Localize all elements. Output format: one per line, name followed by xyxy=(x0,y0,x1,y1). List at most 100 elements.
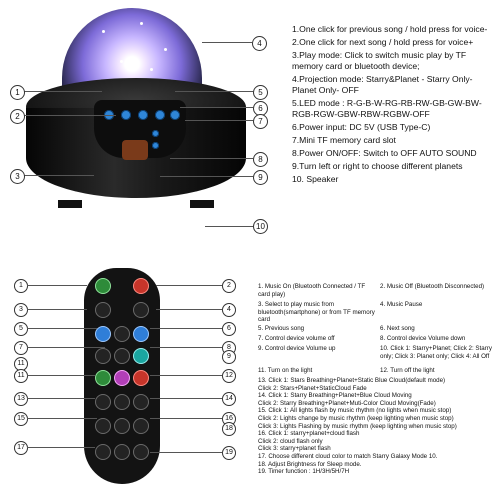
key-item: 13. Click 1: Stars Breathing+Planet+Stat… xyxy=(258,377,446,384)
callout-line xyxy=(27,418,97,419)
key-item: 14. Click 1: Starry Breathing+Planet+Blu… xyxy=(258,392,412,400)
callout-line xyxy=(24,115,116,116)
callout-2: 2 xyxy=(10,109,25,124)
key-item: 6. Next song xyxy=(380,325,415,332)
light-on-button[interactable] xyxy=(95,370,111,386)
remote-callout-2: 2 xyxy=(222,279,236,293)
key-item: 15. Click 1: All lights flash by music r… xyxy=(258,407,452,415)
key-item: 9. Control device Volume up xyxy=(258,345,336,352)
callout-line xyxy=(185,120,253,121)
key-item: Click 2: Stars+Planet+StaticCloud Fade xyxy=(258,384,367,392)
brightness-button[interactable] xyxy=(133,418,149,434)
next-button[interactable] xyxy=(121,110,131,120)
sparkle xyxy=(120,60,123,63)
key-item: Click 3: starry+planet flash xyxy=(258,445,331,453)
key-item: Click 2: Lights change by music rhythm (… xyxy=(258,414,454,422)
callout-line xyxy=(24,175,94,176)
timer-2-button[interactable] xyxy=(114,444,130,460)
music-on-button[interactable] xyxy=(95,278,111,294)
timer-3-button[interactable] xyxy=(133,444,149,460)
bluetooth-tf-button[interactable] xyxy=(95,302,111,318)
sparkle xyxy=(164,48,167,51)
projection-mode-button[interactable] xyxy=(155,110,165,120)
callout-line xyxy=(150,375,222,376)
music-pause-button[interactable] xyxy=(133,302,149,318)
callout-line xyxy=(24,91,102,92)
key-item: 8. Control device Volume down xyxy=(380,335,466,342)
callout-line xyxy=(27,309,87,310)
projector-foot xyxy=(58,200,82,208)
callout-line xyxy=(156,309,222,310)
sparkle xyxy=(150,68,153,71)
key-item: Click 2: cloud flash only xyxy=(258,437,323,445)
key-item: 11. Turn on the light xyxy=(258,367,313,374)
spec-item: 1.One click for previous song / hold pre… xyxy=(292,24,488,34)
remote-callout-6: 6 xyxy=(222,322,236,336)
key-item: 17. Choose different cloud color to matc… xyxy=(258,452,438,460)
key-item: Click 2: Starry Breathing+Planet+Muti-Co… xyxy=(258,399,436,407)
callout-3: 3 xyxy=(10,169,25,184)
key-item: 16. Click 1: starry+planet+cloud flash xyxy=(258,430,360,438)
key-item: 3. Select to play music from bluetooth(s… xyxy=(258,301,375,324)
callout-1: 1 xyxy=(10,85,25,100)
key-item: 1. Music On (Bluetooth Connected / TF ca… xyxy=(258,283,366,298)
spec-item: 2.One click for next song / hold press f… xyxy=(292,37,474,47)
callout-line xyxy=(150,328,222,329)
remote-callout-15: 15 xyxy=(14,412,28,426)
light-off-button[interactable] xyxy=(133,370,149,386)
callout-line xyxy=(150,418,222,419)
callout-line xyxy=(27,328,97,329)
volume-up-button[interactable] xyxy=(114,348,130,364)
callout-line xyxy=(27,285,87,286)
key-item: 2. Music Off (Bluetooth Disconnected) xyxy=(380,283,485,290)
mode-14-button[interactable] xyxy=(114,394,130,410)
key-item: 5. Previous song xyxy=(258,325,305,332)
next-song-button[interactable] xyxy=(133,326,149,342)
remote-control xyxy=(84,268,160,484)
spec-item: 8.Power ON/OFF: Switch to OFF AUTO SOUND xyxy=(292,148,477,158)
mode-15-button[interactable] xyxy=(133,394,149,410)
cloud-color-button[interactable] xyxy=(114,418,130,434)
mode-16-button[interactable] xyxy=(95,418,111,434)
key-item: Click 3: Lights Flashing by music rhythm… xyxy=(258,422,457,430)
spec-item: 4.Projection mode: Starry&Planet - Starr… xyxy=(292,74,473,95)
callout-4: 4 xyxy=(252,36,267,51)
timer-1-button[interactable] xyxy=(95,444,111,460)
callout-line xyxy=(27,375,95,376)
projection-button[interactable] xyxy=(133,348,149,364)
remote-callout-11: 11 xyxy=(14,369,28,383)
callout-line xyxy=(160,176,253,177)
callout-5: 5 xyxy=(253,85,268,100)
projector-foot xyxy=(190,200,214,208)
spec-list: 1.One click for previous song / hold pre… xyxy=(292,24,497,187)
remote-callout-12: 12 xyxy=(222,369,236,383)
remote-callout-18: 18 xyxy=(222,422,236,436)
callout-8: 8 xyxy=(253,152,268,167)
planet-dial[interactable] xyxy=(122,140,148,160)
play-mode-button[interactable] xyxy=(138,110,148,120)
callout-line xyxy=(27,398,95,399)
remote-callout-3: 3 xyxy=(14,303,28,317)
sparkle xyxy=(140,22,143,25)
callout-10: 10 xyxy=(253,219,268,234)
previous-song-button[interactable] xyxy=(95,326,111,342)
key-item: 4. Music Pause xyxy=(380,301,423,308)
music-off-button[interactable] xyxy=(133,278,149,294)
led-mode-button[interactable] xyxy=(170,110,180,120)
volume-down-button[interactable] xyxy=(95,348,111,364)
remote-callout-9: 9 xyxy=(222,350,236,364)
remote-callout-14: 14 xyxy=(222,392,236,406)
mode-13-button[interactable] xyxy=(95,394,111,410)
key-item: 19. Timer function : 1H/3H/5H/7H xyxy=(258,468,350,476)
spec-item: 3.Play mode: Click to switch music play … xyxy=(292,50,467,71)
callout-line xyxy=(180,107,253,108)
mode-button[interactable] xyxy=(114,370,130,386)
key-item: 10. Click 1: Starry+Planet; Click 2: Sta… xyxy=(380,345,492,360)
remote-callout-1: 1 xyxy=(14,279,28,293)
spec-item: 9.Turn left or right to choose different… xyxy=(292,161,463,171)
callout-line xyxy=(150,398,222,399)
remote-callout-7: 7 xyxy=(14,341,28,355)
remote-callout-19: 19 xyxy=(222,446,236,460)
volume-off-button[interactable] xyxy=(114,326,130,342)
callout-line xyxy=(150,452,222,453)
